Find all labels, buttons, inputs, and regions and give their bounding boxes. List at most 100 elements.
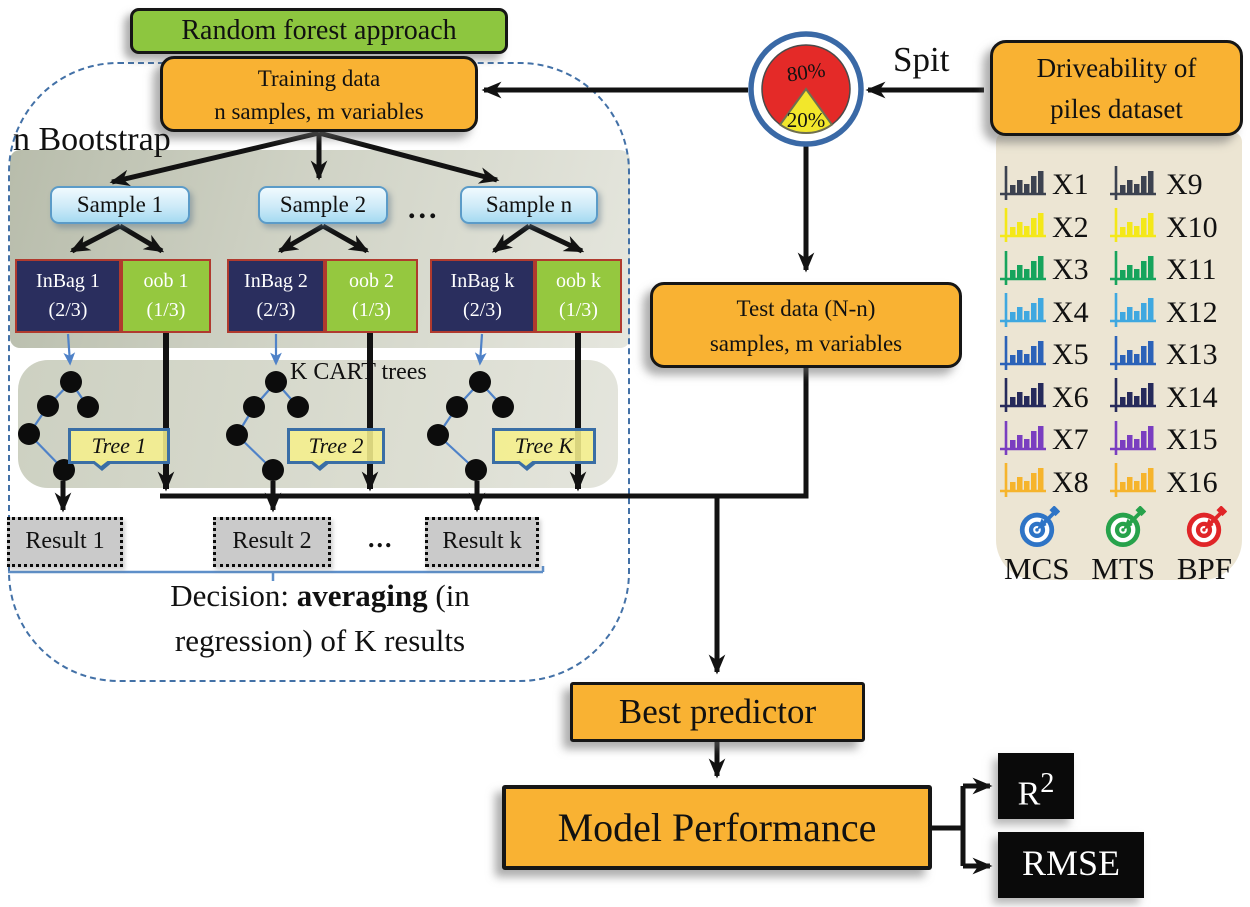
k-cart-trees-label: K CART trees — [290, 359, 427, 385]
feature-icon-X8 — [1000, 462, 1052, 503]
target-icon — [1187, 505, 1228, 548]
feature-row: X3 X11 — [1000, 249, 1240, 292]
samples-ellipsis: ... — [408, 192, 440, 225]
training-data-box: Training data n samples, m variables — [160, 56, 478, 132]
feature-label-X14: X14 — [1166, 380, 1218, 414]
feature-icon-X9 — [1110, 165, 1166, 206]
target-variables: MCS MTS BPF — [998, 505, 1238, 587]
bar-chart-icon — [1110, 293, 1156, 328]
feature-icon-X15 — [1110, 420, 1166, 461]
feature-icon-X10 — [1110, 207, 1166, 248]
split-label: Spit — [893, 40, 950, 79]
feature-label-X16: X16 — [1166, 465, 1218, 499]
model-performance-box: Model Performance — [502, 785, 932, 870]
sample-2-box: Sample 2 — [258, 186, 388, 224]
bar-chart-icon — [1110, 420, 1156, 455]
feature-label-X2: X2 — [1052, 210, 1089, 244]
training-line1: Training data — [257, 66, 381, 91]
oob-1-frac: (1/3) — [146, 299, 186, 321]
results-ellipsis: ... — [368, 524, 394, 553]
rmse-box: RMSE — [998, 832, 1144, 898]
pie-train-slice — [761, 44, 851, 134]
tree-k-banner: Tree K — [492, 428, 596, 471]
feature-row: X2 X10 — [1000, 207, 1240, 250]
bar-chart-icon — [1110, 463, 1156, 498]
inbag-k-box: InBag k (2/3) — [430, 259, 535, 333]
feature-label-X7: X7 — [1052, 423, 1089, 457]
feature-row: X5 X13 — [1000, 334, 1240, 377]
pie-train-pct-label: 80% — [785, 57, 826, 86]
feature-label-X12: X12 — [1166, 295, 1218, 329]
oob-k-frac: (1/3) — [559, 299, 598, 321]
pie-test-slice — [778, 87, 834, 134]
bar-chart-icon — [1000, 208, 1046, 243]
bar-chart-icon — [1000, 250, 1046, 285]
bar-chart-icon — [1000, 293, 1046, 328]
feature-icon-X3 — [1000, 250, 1052, 291]
decision-line1: Decision: averaging (in — [20, 578, 620, 614]
oob-2-frac: (1/3) — [352, 299, 391, 321]
feature-label-X6: X6 — [1052, 380, 1089, 414]
bar-chart-icon — [1000, 335, 1046, 370]
oob-2-name: oob 2 — [349, 270, 394, 292]
decision-suffix: (in — [427, 578, 470, 613]
feature-row: X1 X9 — [1000, 164, 1240, 207]
feature-label-X3: X3 — [1052, 253, 1089, 287]
decision-line2: regression) of K results — [174, 623, 466, 658]
target-icon — [1105, 505, 1147, 548]
driveability-line1: Driveability of — [1036, 53, 1197, 83]
result-2-box: Result 2 — [213, 517, 331, 567]
feature-icon-X4 — [1000, 292, 1052, 333]
feature-label-X13: X13 — [1166, 338, 1218, 372]
oob-k-name: oob k — [556, 270, 601, 292]
bar-chart-icon — [1110, 208, 1156, 243]
target-BPF: BPF — [1176, 505, 1232, 587]
test-data-box: Test data (N-n) samples, m variables — [650, 282, 962, 368]
feature-row: X4 X12 — [1000, 292, 1240, 335]
dataset-features-panel — [996, 132, 1242, 580]
target-icon — [1019, 505, 1060, 548]
feature-list: X1 X9 X2 X10 X3 — [1000, 164, 1240, 504]
target-label-MCS: MCS — [1004, 551, 1070, 586]
oob-1-name: oob 1 — [143, 270, 189, 292]
testdata-line1: Test data (N-n) — [736, 296, 876, 321]
decision-text: Decision: averaging (in regression) of K… — [20, 578, 620, 659]
result-1-box: Result 1 — [7, 517, 123, 567]
bar-chart-icon — [1110, 335, 1156, 370]
r-squared-box: R2 — [998, 753, 1074, 819]
feature-label-X8: X8 — [1052, 465, 1089, 499]
inbag-2-name: InBag 2 — [244, 270, 308, 292]
feature-icon-X14 — [1110, 377, 1166, 418]
feature-icon-X1 — [1000, 165, 1052, 206]
feature-label-X5: X5 — [1052, 338, 1089, 372]
inbag-k-name: InBag k — [450, 270, 515, 292]
feature-icon-X11 — [1110, 250, 1166, 291]
feature-icon-X12 — [1110, 292, 1166, 333]
bar-chart-icon — [1000, 165, 1046, 200]
inbag-1-box: InBag 1 (2/3) — [15, 259, 121, 333]
pie-outer-ring — [748, 31, 864, 147]
oob-k-box: oob k (1/3) — [535, 259, 622, 333]
target-label-BPF: BPF — [1176, 551, 1232, 586]
oob-1-box: oob 1 (1/3) — [121, 259, 211, 333]
target-MCS: MCS — [1004, 505, 1070, 587]
best-predictor-box: Best predictor — [570, 682, 865, 742]
decision-bold: averaging — [296, 578, 428, 613]
bar-chart-icon — [1000, 463, 1046, 498]
feature-row: X6 X14 — [1000, 377, 1240, 420]
feature-label-X15: X15 — [1166, 423, 1218, 457]
split-pie-chart: 80% 20% — [748, 31, 864, 147]
sample-n-box: Sample n — [460, 186, 598, 224]
result-k-box: Result k — [425, 517, 539, 567]
feature-label-X10: X10 — [1166, 210, 1218, 244]
bar-chart-icon — [1110, 165, 1156, 200]
oob-2-box: oob 2 (1/3) — [325, 259, 418, 333]
feature-label-X9: X9 — [1166, 168, 1203, 202]
feature-icon-X16 — [1110, 462, 1166, 503]
inbag-2-box: InBag 2 (2/3) — [227, 259, 325, 333]
feature-icon-X2 — [1000, 207, 1052, 248]
bar-chart-icon — [1110, 378, 1156, 413]
feature-icon-X13 — [1110, 335, 1166, 376]
random-forest-title-box: Random forest approach — [130, 8, 508, 54]
pie-test-pct-label: 20% — [787, 108, 826, 132]
